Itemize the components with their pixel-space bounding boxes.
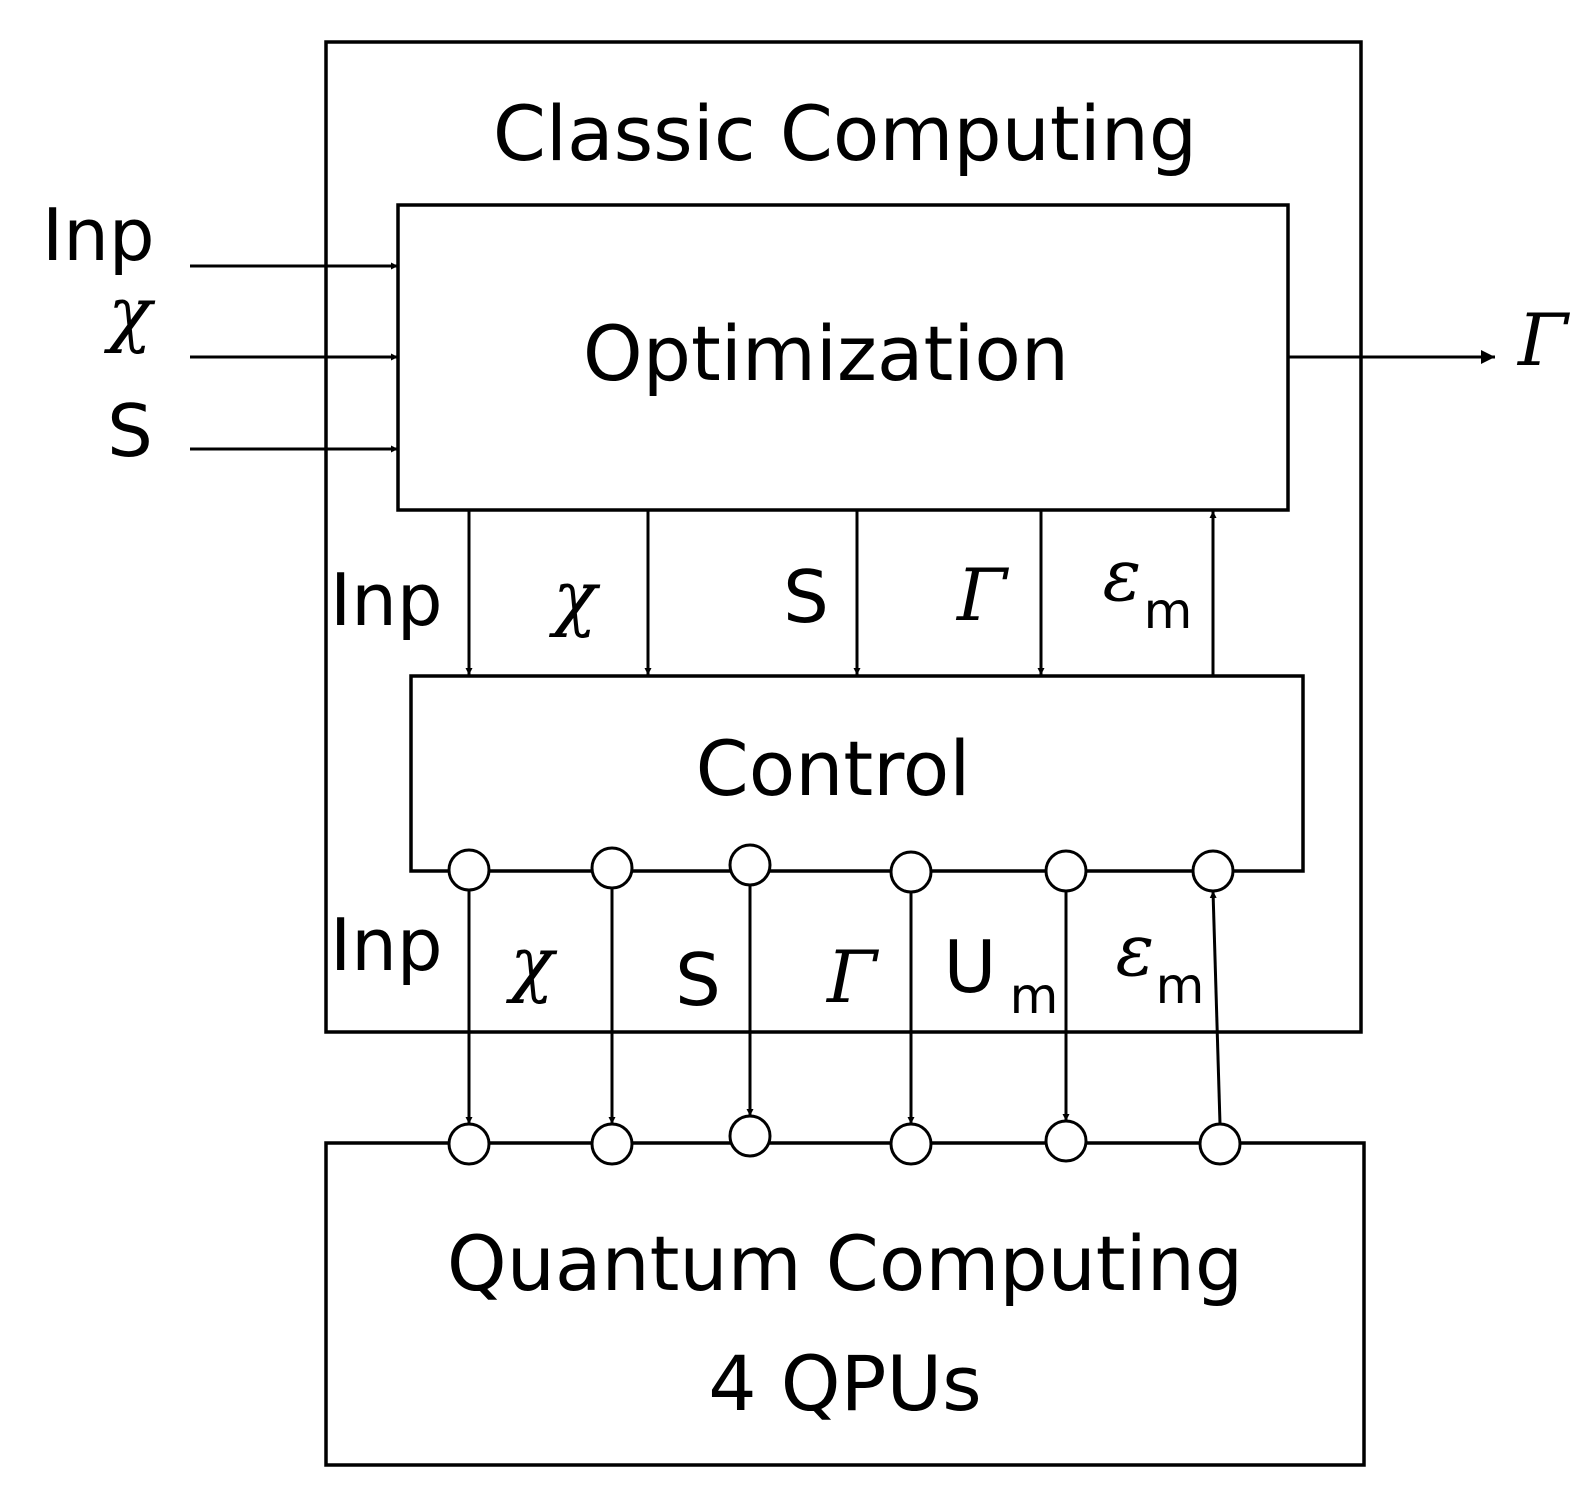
control-quantum-label-chi: χ [505, 921, 558, 1005]
output-label-gamma: Γ [1516, 298, 1571, 382]
quantum-port-s [728, 1114, 772, 1158]
control-port-chi [590, 846, 634, 890]
control-quantum-label-s: S [675, 938, 721, 1022]
control-quantum-label-u-m: U m [944, 925, 1059, 1025]
opt-control-label-chi: χ [548, 555, 601, 639]
input-label-inp: Inp [42, 193, 155, 277]
classic-computing-box [324, 40, 1363, 1034]
classic-computing-label: Classic Computing [493, 89, 1197, 178]
quantum-port-u [1044, 1119, 1088, 1163]
quantum-port-eps [1198, 1122, 1242, 1166]
opt-control-label-eps-sub: m [1144, 582, 1193, 640]
input-label-s: S [107, 389, 153, 473]
quantum-qpu-count-label: 4 QPUs [708, 1339, 981, 1428]
control-quantum-label-u-sub: m [1010, 967, 1059, 1025]
opt-control-label-s: S [783, 555, 829, 639]
quantum-control-arrow-eps [1209, 890, 1222, 1125]
opt-control-label-inp: Inp [330, 558, 443, 642]
control-quantum-label-gamma: Γ [825, 935, 880, 1019]
control-port-inp [447, 848, 491, 892]
optimization-label: Optimization [583, 309, 1069, 398]
control-box [409, 674, 1305, 873]
quantum-port-chi [590, 1122, 634, 1166]
quantum-port-gamma [889, 1122, 933, 1166]
control-quantum-label-u: U [944, 925, 997, 1009]
control-quantum-label-inp: Inp [330, 903, 443, 987]
quantum-port-inp [447, 1122, 491, 1166]
input-label-chi: χ [103, 271, 156, 355]
control-port-u [1044, 849, 1088, 893]
opt-control-label-eps: ε [1103, 533, 1142, 617]
control-port-gamma [889, 850, 933, 894]
opt-control-label-eps-m: ε m [1103, 533, 1193, 640]
control-quantum-label-eps-m: ε m [1116, 908, 1205, 1015]
control-port-s [728, 843, 772, 887]
control-label: Control [696, 724, 971, 813]
control-quantum-label-eps-sub: m [1156, 957, 1205, 1015]
quantum-computing-box [324, 1141, 1366, 1467]
quantum-computing-label: Quantum Computing [447, 1219, 1243, 1308]
control-port-eps [1191, 849, 1235, 893]
control-quantum-label-eps: ε [1116, 908, 1155, 992]
opt-control-label-gamma: Γ [955, 553, 1010, 637]
